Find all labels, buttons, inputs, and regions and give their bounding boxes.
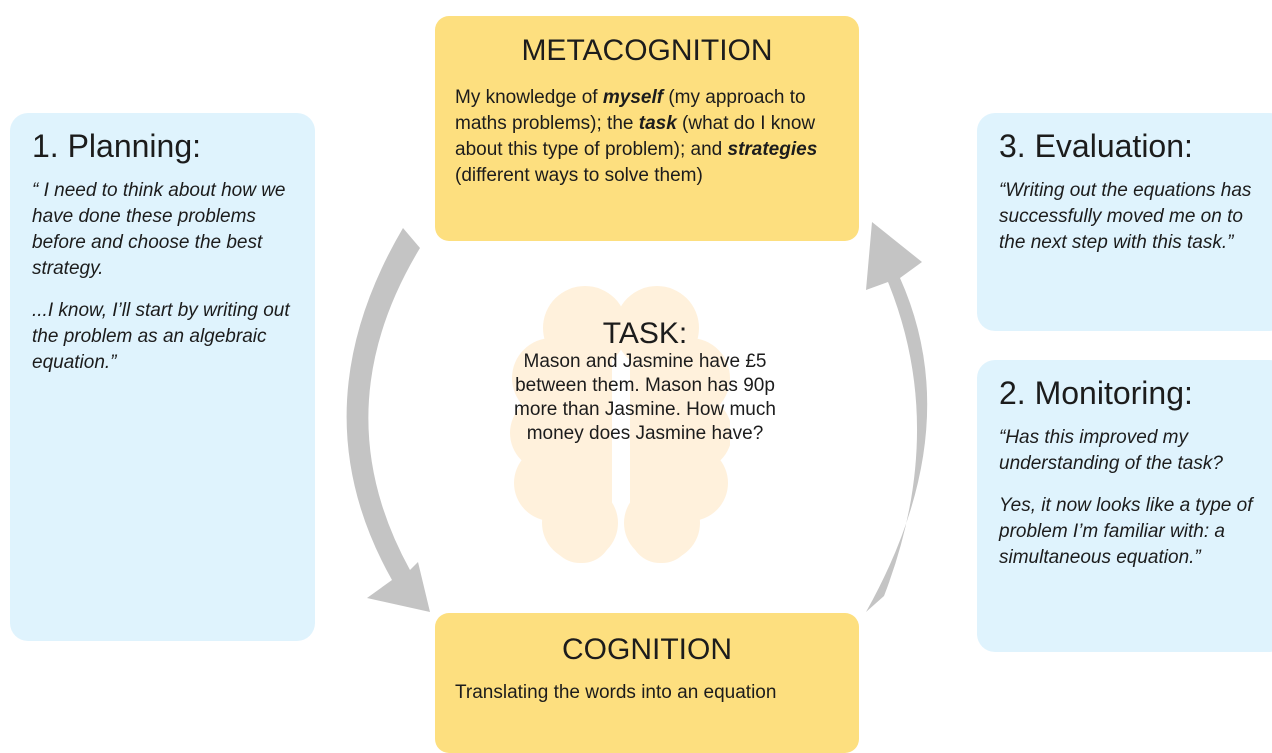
meta-text-2: (my approach to maths problems); the — [455, 87, 806, 134]
right-cycle-arrow — [866, 222, 928, 612]
metacognition-description: My knowledge of myself (my approach to m… — [455, 85, 839, 189]
planning-quote-1: “ I need to think about how we have done… — [32, 180, 286, 280]
metacognition-box: METACOGNITION My knowledge of myself (my… — [435, 16, 859, 241]
meta-text-1: My knowledge of — [455, 87, 603, 108]
meta-text-3: (what do I know about this type of probl… — [455, 113, 816, 160]
metacognition-title: METACOGNITION — [521, 34, 773, 67]
cycle-arrows — [346, 222, 928, 612]
task-title: TASK: — [602, 317, 688, 350]
cognition-title: COGNITION — [562, 633, 732, 666]
monitoring-quote-1: “Has this improved my understanding of t… — [999, 427, 1223, 475]
planning-title: 1. Planning: — [32, 128, 202, 164]
evaluation-quote: “Writing out the equations has successfu… — [999, 180, 1252, 254]
planning-panel: 1. Planning: “ I need to think about how… — [10, 113, 315, 641]
left-cycle-arrow — [346, 228, 430, 612]
monitoring-panel: 2. Monitoring: “Has this improved my und… — [977, 360, 1272, 652]
brain-icon — [510, 286, 730, 563]
meta-emphasis-myself: myself — [602, 87, 664, 108]
monitoring-quote-2: Yes, it now looks like a type of problem… — [999, 495, 1253, 569]
task-description: Mason and Jasmine have £5 between them. … — [514, 351, 776, 444]
evaluation-title: 3. Evaluation: — [999, 128, 1193, 164]
meta-text-4: (different ways to solve them) — [455, 165, 703, 186]
task-block: TASK: Mason and Jasmine have £5 between … — [508, 318, 782, 446]
evaluation-panel: 3. Evaluation: “Writing out the equation… — [977, 113, 1272, 331]
meta-emphasis-strategies: strategies — [727, 139, 818, 160]
planning-quote-2: ...I know, I’ll start by writing out the… — [32, 300, 290, 374]
monitoring-title: 2. Monitoring: — [999, 375, 1193, 411]
cognition-description: Translating the words into an equation — [455, 682, 777, 703]
meta-emphasis-task: task — [638, 113, 677, 134]
cognition-box: COGNITION Translating the words into an … — [435, 613, 859, 753]
